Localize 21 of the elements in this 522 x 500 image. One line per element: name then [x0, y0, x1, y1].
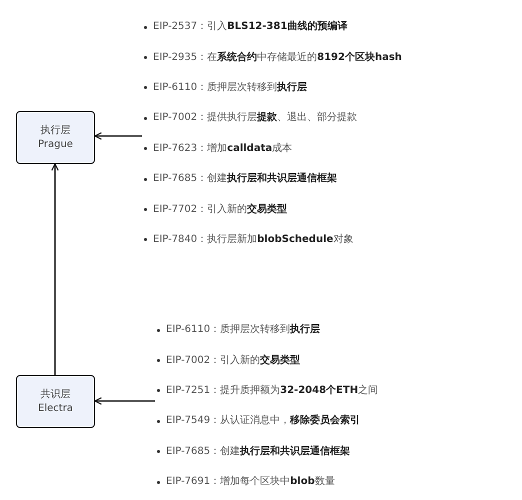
list-item: EIP-7685：创建执行层和共识层通信框架 — [166, 444, 350, 459]
list-item: EIP-6110：质押层次转移到执行层 — [153, 80, 308, 95]
layer-box — [16, 375, 95, 428]
list-item: EIP-7623：增加calldata成本 — [153, 142, 292, 156]
list-item: EIP-2537：引入BLS12-381曲线的预编译 — [153, 20, 348, 34]
box-label: 执行层 Prague — [37, 124, 74, 152]
list-item: EIP-7251：提升质押额为32-2048个ETH之间 — [166, 384, 378, 398]
list-item: EIP-7702：引入新的交易类型 — [153, 202, 288, 217]
list-item: EIP-7002：提供执行层提款、退出、部分提款 — [153, 110, 358, 126]
list-item: EIP-7691：增加每个区块中blob数量 — [166, 474, 335, 490]
arrow — [94, 397, 155, 405]
layer-box — [16, 111, 95, 164]
list-item: EIP-7549：从认证消息中，移除委员会索引 — [166, 413, 360, 428]
arrow — [51, 163, 59, 375]
list-item: EIP-7685：创建执行层和共识层通信框架 — [153, 172, 338, 186]
box-label: 共识层 Electra — [37, 388, 74, 416]
list-item: EIP-7840：执行层新加blobSchedule对象 — [153, 232, 354, 247]
list-item: EIP-2935：在系统合约中存储最近的8192个区块hash — [153, 50, 402, 65]
arrow — [94, 132, 142, 140]
list-item: EIP-7002：引入新的交易类型 — [166, 353, 300, 368]
list-item: EIP-6110：质押层次转移到执行层 — [166, 322, 320, 338]
